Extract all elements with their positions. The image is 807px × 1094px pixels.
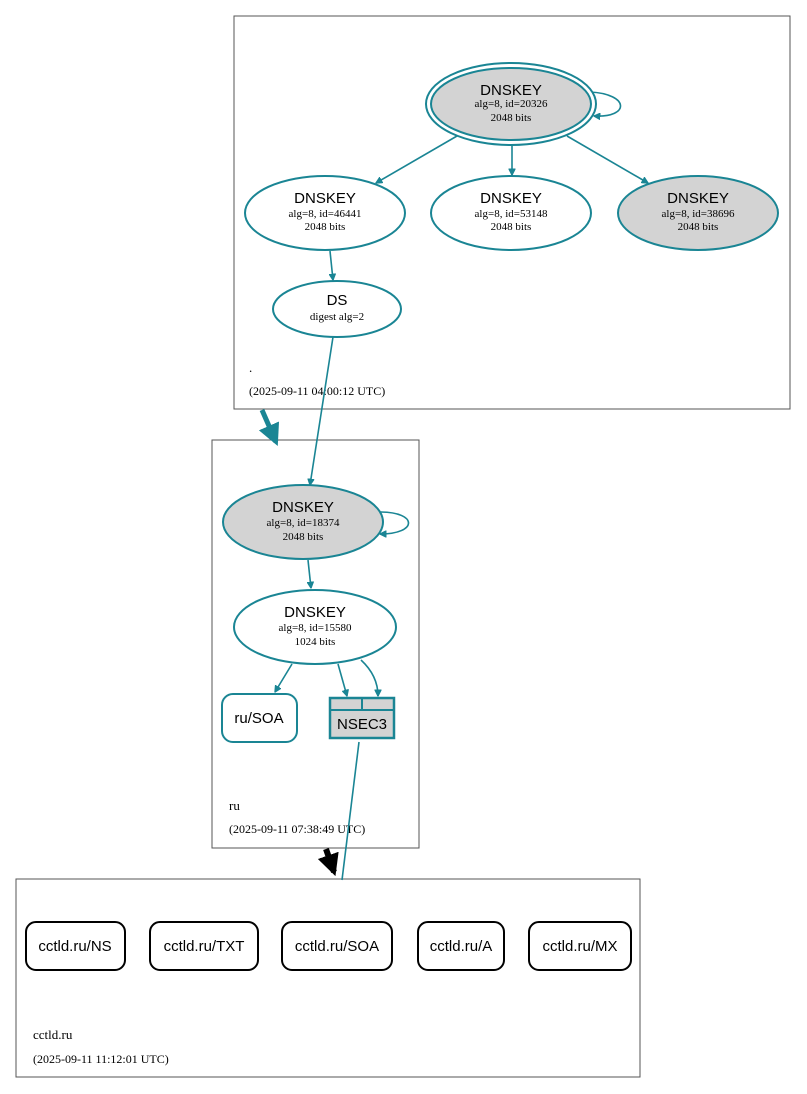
zone-cctld-name: cctld.ru — [33, 1027, 73, 1042]
node-size: 2048 bits — [491, 221, 532, 233]
node-root-ksk-20326[interactable]: DNSKEY alg=8, id=20326 2048 bits — [425, 62, 597, 146]
node-size: 2048 bits — [305, 221, 346, 233]
node-detail: alg=8, id=38696 — [662, 208, 735, 220]
delegation-root-to-ru — [258, 408, 280, 447]
node-label: ru/SOA — [234, 710, 283, 727]
rrset-label: cctld.ru/A — [430, 938, 493, 955]
edge-nsec3-to-cctld — [341, 741, 360, 881]
node-title: DNSKEY — [294, 190, 356, 207]
node-title: DNSKEY — [480, 82, 542, 99]
edge-ds-to-ru-ksk — [310, 336, 334, 485]
rrset-label: cctld.ru/TXT — [164, 938, 245, 955]
node-detail: alg=8, id=15580 — [279, 622, 352, 634]
node-detail: digest alg=2 — [310, 311, 364, 323]
node-size: 2048 bits — [678, 221, 719, 233]
node-size: 2048 bits — [491, 112, 532, 124]
node-root-zsk-53148[interactable]: DNSKEY alg=8, id=53148 2048 bits — [430, 175, 592, 251]
rrset-cctld-ns[interactable]: cctld.ru/NS — [25, 921, 126, 971]
edge-zsk-to-nsec3-a — [337, 663, 347, 696]
edge-zsk1-to-ds — [330, 250, 333, 280]
edge-ru-ksk-to-zsk — [308, 559, 311, 588]
edge-ru-ksk-self — [380, 511, 410, 534]
zone-cctld — [15, 878, 641, 1078]
zone-cctld-timestamp: (2025-09-11 11:12:01 UTC) — [33, 1052, 169, 1066]
zone-ru-name: ru — [229, 798, 240, 813]
node-nsec3[interactable]: NSEC3 — [328, 696, 396, 740]
node-ru-zsk-15580[interactable]: DNSKEY alg=8, id=15580 1024 bits — [233, 589, 397, 665]
edge-ksk-to-zsk1 — [376, 135, 458, 183]
node-title: DNSKEY — [667, 190, 729, 207]
node-ru-soa[interactable]: ru/SOA — [221, 693, 298, 743]
edge-zsk-to-soa — [275, 663, 293, 692]
node-size: 2048 bits — [283, 531, 324, 543]
edge-ksk-to-ksk2 — [566, 135, 648, 183]
node-title: DNSKEY — [480, 190, 542, 207]
edge-zsk-to-nsec3-b — [360, 659, 378, 696]
node-title: DNSKEY — [272, 499, 334, 516]
rrset-cctld-txt[interactable]: cctld.ru/TXT — [149, 921, 259, 971]
edge-root-ksk-self — [589, 91, 622, 116]
node-detail: alg=8, id=46441 — [289, 208, 362, 220]
delegation-ru-to-cctld — [317, 848, 339, 877]
node-title: DS — [327, 292, 348, 309]
node-title: DNSKEY — [284, 604, 346, 621]
zone-ru-timestamp: (2025-09-11 07:38:49 UTC) — [229, 822, 365, 836]
rrset-cctld-a[interactable]: cctld.ru/A — [417, 921, 505, 971]
node-label: NSEC3 — [337, 716, 387, 733]
node-root-ksk-38696[interactable]: DNSKEY alg=8, id=38696 2048 bits — [617, 175, 779, 251]
node-size: 1024 bits — [295, 636, 336, 648]
node-detail: alg=8, id=20326 — [475, 98, 548, 110]
rrset-cctld-soa[interactable]: cctld.ru/SOA — [281, 921, 393, 971]
rrset-label: cctld.ru/SOA — [295, 938, 379, 955]
zone-root-timestamp: (2025-09-11 04:00:12 UTC) — [249, 384, 385, 398]
node-detail: alg=8, id=53148 — [475, 208, 548, 220]
rrset-label: cctld.ru/NS — [38, 938, 111, 955]
node-detail: alg=8, id=18374 — [267, 517, 340, 529]
zone-root-name: . — [249, 360, 252, 375]
node-ds[interactable]: DS digest alg=2 — [272, 280, 402, 338]
rrset-label: cctld.ru/MX — [542, 938, 617, 955]
node-ru-ksk-18374[interactable]: DNSKEY alg=8, id=18374 2048 bits — [222, 484, 384, 560]
rrset-cctld-mx[interactable]: cctld.ru/MX — [528, 921, 632, 971]
node-root-zsk-46441[interactable]: DNSKEY alg=8, id=46441 2048 bits — [244, 175, 406, 251]
